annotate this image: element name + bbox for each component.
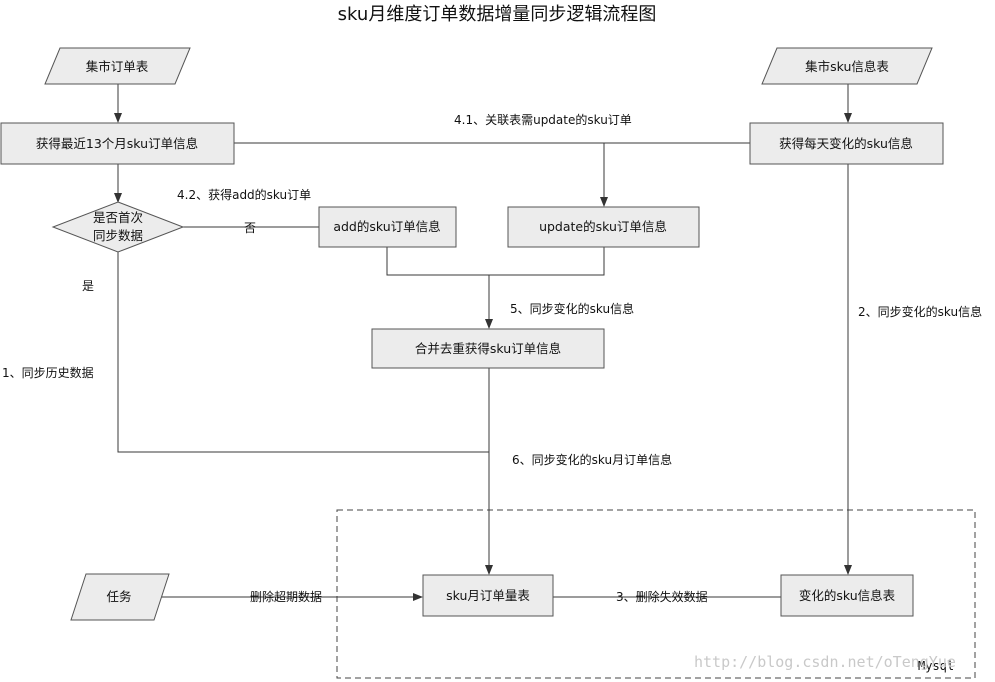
task-label: 任务 [106,589,131,604]
edge-label-5: 5、同步变化的sku信息 [510,301,634,316]
daily-changes-label: 获得每天变化的sku信息 [779,136,913,151]
add-orders-node [318,206,457,248]
edge-label-6: 6、同步变化的sku月订单信息 [512,452,672,467]
first-sync-decision-label-2: 同步数据 [93,228,143,243]
monthly-table-node [422,574,554,617]
monthly-table-label: sku月订单量表 [446,588,530,603]
order-table-label: 集市订单表 [86,59,149,74]
recent-orders-node [0,122,235,165]
add-orders-label: add的sku订单信息 [333,219,440,234]
order-table-node [44,47,191,85]
edge-add-down [386,247,605,276]
first-sync-decision-node [51,201,185,253]
changed-sku-table-label: 变化的sku信息表 [799,588,896,603]
edge-label-2: 2、同步变化的sku信息 [858,304,982,319]
edge-label-1: 1、同步历史数据 [2,365,94,380]
merge-node [371,328,605,369]
edge-label-delete-expired: 删除超期数据 [250,589,322,604]
first-sync-decision-label-1: 是否首次 [93,210,143,225]
merge-label: 合并去重获得sku订单信息 [415,341,561,356]
update-orders-node [507,206,700,248]
sku-info-table-node [761,47,933,85]
mysql-group-label: Mysql [918,659,954,673]
diagram-title: sku月维度订单数据增量同步逻辑流程图 [338,4,657,25]
edge-label-41: 4.1、关联表需update的sku订单 [454,112,632,127]
edge-label-no: 否 [244,221,256,235]
edge-label-42: 4.2、获得add的sku订单 [177,187,311,202]
edge-label-yes: 是 [82,279,94,293]
update-orders-label: update的sku订单信息 [539,219,667,234]
watermark: http://blog.csdn.net/oTengYue [694,653,956,671]
task-node [70,573,170,621]
daily-changes-node [749,122,944,165]
sku-info-table-label: 集市sku信息表 [805,59,889,74]
edge-label-3: 3、删除失效数据 [616,589,708,604]
changed-sku-table-node [780,574,914,617]
edge-decision-yes-history [117,252,489,453]
recent-orders-label: 获得最近13个月sku订单信息 [36,136,198,151]
mysql-group [336,509,976,679]
